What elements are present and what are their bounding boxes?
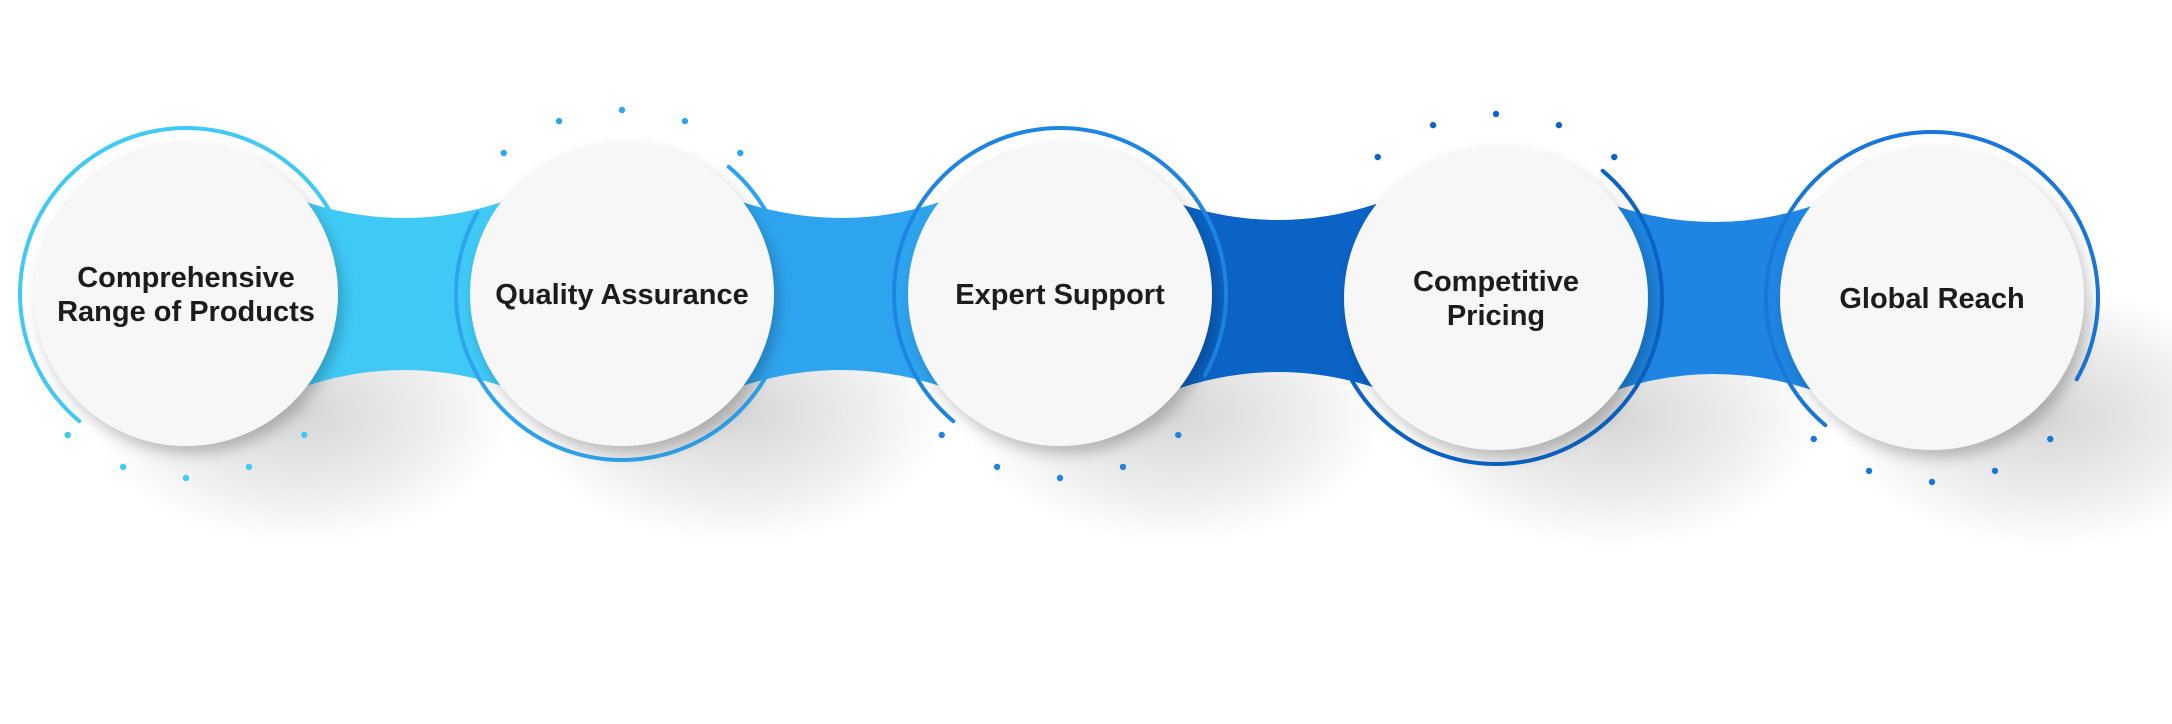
step-label: Global Reach	[1839, 283, 2024, 315]
step-ring	[1764, 130, 2100, 466]
step-circle	[1344, 146, 1648, 450]
accent-dot	[182, 474, 190, 482]
connector-3	[1180, 204, 1376, 388]
accent-dot	[618, 106, 626, 114]
accent-dot	[2047, 435, 2054, 443]
accent-dot	[500, 149, 507, 157]
step-label-line: Global Reach	[1839, 283, 2024, 315]
connectors-layer	[306, 202, 1812, 390]
step-label: Expert Support	[955, 279, 1165, 311]
accent-dot	[1492, 110, 1500, 118]
step-label-line: Range of Products	[57, 296, 315, 328]
connector-2	[742, 202, 940, 386]
accent-dot	[1611, 153, 1618, 161]
accent-dot	[1175, 431, 1182, 439]
accent-dot	[1119, 463, 1127, 471]
step-circle	[908, 142, 1212, 446]
accent-dot	[993, 463, 1001, 471]
accent-dot	[119, 463, 127, 471]
step-ring	[892, 126, 1228, 462]
step-5: Global Reach	[1764, 130, 2100, 486]
accent-dot	[1374, 153, 1381, 161]
step-label-line: Competitive	[1413, 266, 1579, 298]
accent-dot	[555, 117, 563, 125]
accent-dot	[1865, 467, 1873, 475]
accent-dot	[1056, 474, 1064, 482]
step-label: Quality Assurance	[495, 279, 749, 311]
accent-dot	[1928, 478, 1936, 486]
step-label-line: Pricing	[1447, 300, 1545, 332]
step-label-line: Quality Assurance	[495, 279, 749, 311]
step-label-line: Expert Support	[955, 279, 1165, 311]
step-3: Expert Support	[892, 126, 1228, 482]
accent-dot	[737, 149, 744, 157]
connector-4	[1616, 206, 1812, 390]
accent-dot	[245, 463, 253, 471]
accent-dot	[938, 431, 945, 439]
step-circle	[470, 142, 774, 446]
step-label-line: Comprehensive	[77, 262, 295, 294]
accent-dot	[1810, 435, 1817, 443]
step-circle	[34, 142, 338, 446]
step-ring	[1328, 129, 1664, 466]
accent-dot	[64, 431, 71, 439]
step-ring	[17, 126, 354, 462]
step-ring	[454, 126, 790, 463]
step-2: Quality Assurance	[454, 106, 790, 463]
accent-dot	[1555, 121, 1563, 129]
step-circle	[1780, 146, 2084, 450]
accent-dot	[1991, 467, 1999, 475]
accent-dot	[301, 431, 308, 439]
accent-dot	[681, 117, 689, 125]
connector-1	[306, 202, 502, 386]
accent-dot	[1429, 121, 1437, 129]
